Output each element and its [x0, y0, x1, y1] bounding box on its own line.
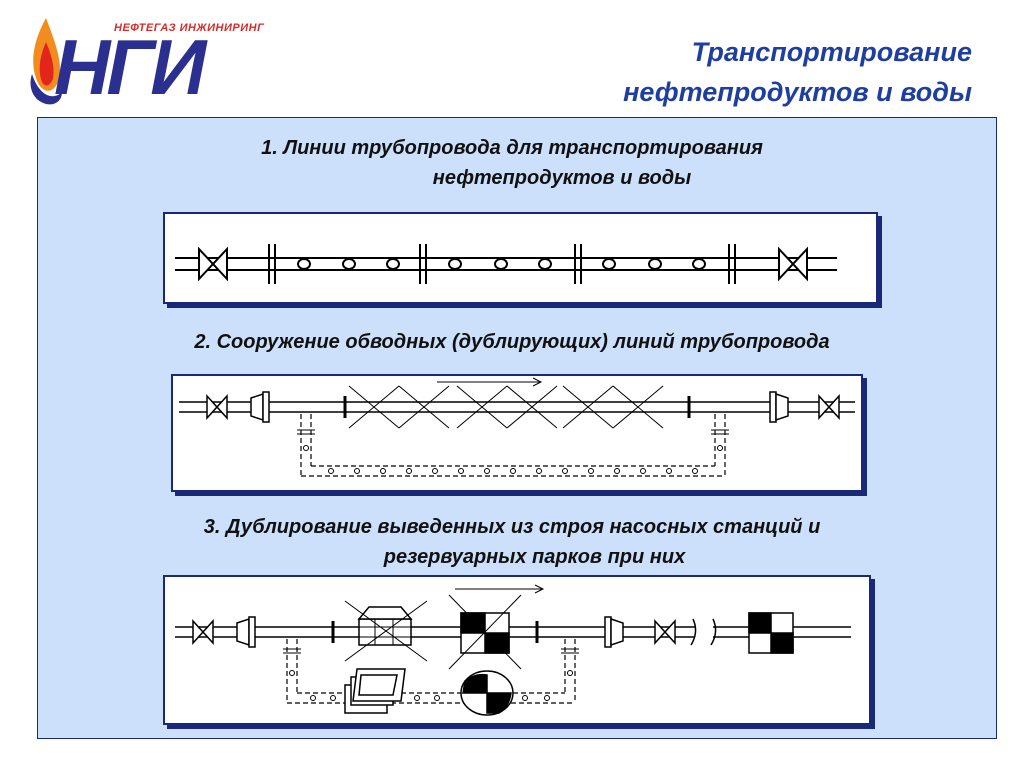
- pipeline-diagram-3: [163, 575, 871, 725]
- pipeline-diagram-2-drawing: [179, 377, 855, 477]
- pipeline-diagram-1-drawing: [175, 244, 837, 284]
- page-title-line1: Транспортирование: [691, 37, 972, 67]
- section-1-heading: 1. Линии трубопровода для транспортирова…: [0, 133, 1024, 193]
- page-title: Транспортирование нефтепродуктов и воды: [452, 32, 972, 112]
- section-1-heading-line1: 1. Линии трубопровода для транспортирова…: [261, 137, 763, 159]
- section-1-heading-line2: нефтепродуктов и воды: [432, 167, 692, 189]
- pipeline-diagram-2: [171, 374, 863, 492]
- company-logo: НЕФТЕГАЗ ИНЖИНИРИНГ НГИ: [18, 8, 264, 111]
- pipeline-diagram-3-drawing: [175, 584, 851, 716]
- section-2-heading-line1: 2. Сооружение обводных (дублирующих) лин…: [194, 331, 830, 353]
- logo-initials: НГИ: [54, 23, 206, 111]
- section-2-heading: 2. Сооружение обводных (дублирующих) лин…: [0, 327, 1024, 357]
- pipeline-diagram-1: [163, 212, 878, 304]
- section-3-heading-line2: резервуарных парков при них: [383, 546, 686, 568]
- flame-icon: [30, 18, 62, 105]
- page-title-line2: нефтепродуктов и воды: [623, 77, 972, 107]
- section-3-heading-line1: 3. Дублирование выведенных из строя насо…: [203, 516, 821, 538]
- logo-brand-text: НЕФТЕГАЗ ИНЖИНИРИНГ: [114, 22, 265, 34]
- section-3-heading: 3. Дублирование выведенных из строя насо…: [0, 512, 1024, 572]
